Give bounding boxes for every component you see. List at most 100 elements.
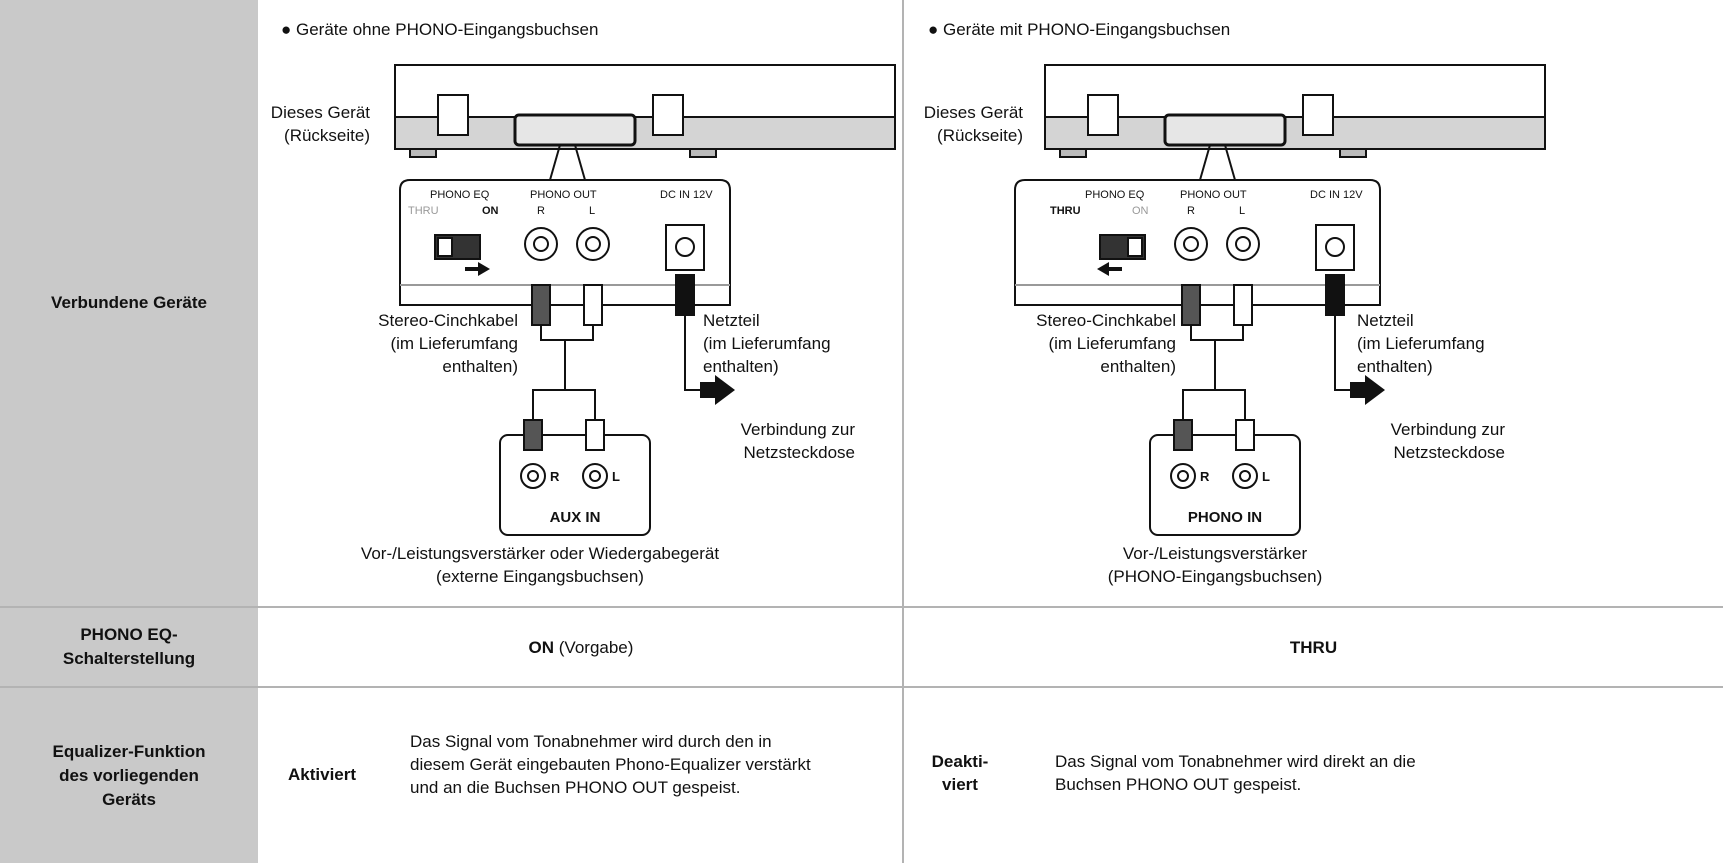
right-outlet-line-1: Verbindung zur — [1390, 420, 1505, 439]
amp-input-label: PHONO IN — [1188, 509, 1262, 526]
right-cable-label: Stereo-Cinchkabel (im Lieferumfang entha… — [988, 309, 1176, 378]
right-adapter-line-1: Netzteil — [1357, 311, 1414, 330]
dc-hole — [675, 237, 695, 257]
panel-dc-in: DC IN 12V — [660, 189, 713, 201]
amp-jack-r-label: R — [1200, 469, 1210, 484]
switch-arrow — [1097, 262, 1122, 276]
panel-phono-out: PHONO OUT — [530, 189, 597, 201]
dc-plug — [1325, 274, 1345, 316]
amp-plug-r — [1173, 419, 1193, 451]
panel-on: ON — [1132, 205, 1149, 217]
left-desc-line-2: diesem Gerät eingebauten Phono-Equalizer… — [410, 755, 811, 774]
left-cable-line-3: enthalten) — [442, 357, 518, 376]
turntable-base — [1044, 116, 1546, 150]
jack-l-inner — [585, 236, 601, 252]
amp-input-box — [1149, 434, 1301, 536]
column-divider — [902, 0, 904, 863]
panel-l: L — [1239, 205, 1245, 217]
turntable-base — [394, 116, 896, 150]
dc-socket — [1315, 224, 1355, 271]
amp-jack-r-inner — [527, 470, 539, 482]
right-cable-line-3: enthalten) — [1100, 357, 1176, 376]
outlet-arrow — [1350, 375, 1385, 405]
jack-l-inner — [1235, 236, 1251, 252]
amp-jack-l — [1232, 463, 1258, 489]
left-switch-position: ON (Vorgabe) — [260, 636, 902, 659]
right-amp-line-1: Vor-/Leistungsverstärker — [1122, 544, 1308, 563]
jack-l-outer — [576, 227, 610, 261]
amp-jack-l-inner — [1239, 470, 1251, 482]
dc-plug — [675, 274, 695, 316]
panel-r: R — [1187, 205, 1195, 217]
left-switch-note: (Vorgabe) — [554, 638, 634, 657]
left-amp-label: Vor-/Leistungsverstärker oder Wiedergabe… — [330, 542, 750, 588]
foot-right — [1339, 148, 1367, 158]
rca-cable — [532, 325, 596, 420]
callout-line-a — [549, 144, 561, 181]
right-rear: (Rückseite) — [937, 126, 1023, 145]
panel-thru: THRU — [1050, 205, 1081, 217]
right-heading-text: Geräte mit PHONO-Eingangsbuchsen — [943, 20, 1231, 39]
row-header-column — [0, 0, 258, 863]
panel-r: R — [537, 205, 545, 217]
amp-jack-r — [520, 463, 546, 489]
outlet-arrow — [700, 375, 735, 405]
left-cable-line-1: Stereo-Cinchkabel — [378, 311, 518, 330]
dc-cable — [684, 315, 700, 391]
amp-jack-l — [582, 463, 608, 489]
eq-switch-knob — [1127, 237, 1143, 257]
hinge-left — [1087, 94, 1119, 136]
table-divider-1 — [0, 606, 1723, 608]
panel-l: L — [589, 205, 595, 217]
jack-r-inner — [1183, 236, 1199, 252]
left-description: Das Signal vom Tonabnehmer wird durch de… — [410, 730, 811, 799]
eq-switch-knob — [437, 237, 453, 257]
right-adapter-line-2: (im Lieferumfang — [1357, 334, 1485, 353]
right-adapter-label: Netzteil (im Lieferumfang enthalten) — [1357, 309, 1485, 378]
left-heading-text: Geräte ohne PHONO-Eingangsbuchsen — [296, 20, 599, 39]
right-status: Deakti- viert — [925, 750, 995, 796]
row-label-switch-position: PHONO EQ- Schalterstellung — [62, 625, 196, 668]
rca-plug-r — [531, 284, 551, 326]
right-outlet-line-2: Netzsteckdose — [1393, 443, 1506, 462]
right-heading: ● Geräte mit PHONO-Eingangsbuchsen — [928, 20, 1231, 39]
panel-on: ON — [482, 205, 499, 217]
rear-panel — [1163, 113, 1287, 147]
jack-r-outer — [524, 227, 558, 261]
hinge-right — [1302, 94, 1334, 136]
jack-r-outer — [1174, 227, 1208, 261]
left-desc-line-1: Das Signal vom Tonabnehmer wird durch de… — [410, 732, 772, 751]
panel-detail — [399, 179, 731, 306]
amp-jack-l-inner — [589, 470, 601, 482]
amp-jack-l-label: L — [1262, 469, 1270, 484]
rca-cable — [1182, 325, 1246, 420]
right-switch-position: THRU — [1289, 638, 1338, 657]
amp-jack-r-label: R — [550, 469, 560, 484]
rca-plug-l — [583, 284, 603, 326]
left-this-device-label: Dieses Gerät (Rückseite) — [240, 101, 370, 147]
left-switch-on: ON — [528, 638, 555, 657]
callout-line-b — [1224, 144, 1236, 181]
left-outlet-line-1: Verbindung zur — [740, 420, 855, 439]
right-adapter-line-3: enthalten) — [1357, 357, 1433, 376]
left-adapter-label: Netzteil (im Lieferumfang enthalten) — [703, 309, 831, 378]
left-this-device: Dieses Gerät — [270, 103, 370, 122]
turntable-lid — [1044, 64, 1546, 118]
right-this-device-label: Dieses Gerät (Rückseite) — [893, 101, 1023, 147]
rca-plug-l — [1233, 284, 1253, 326]
amp-plug-l — [1235, 419, 1255, 451]
right-desc-line-2: Buchsen PHONO OUT gespeist. — [1055, 775, 1302, 794]
left-desc-line-3: und an die Buchsen PHONO OUT gespeist. — [410, 778, 741, 797]
right-connection-illustration: PHONO EQ THRU ON PHONO OUT R L DC IN 12V… — [1014, 64, 1546, 536]
panel-dc-in: DC IN 12V — [1310, 189, 1363, 201]
amp-input-box — [499, 434, 651, 536]
amp-plug-l — [585, 419, 605, 451]
dc-socket — [665, 224, 705, 271]
callout-line-b — [574, 144, 586, 181]
left-adapter-line-1: Netzteil — [703, 311, 760, 330]
amp-input-label: AUX IN — [550, 509, 601, 526]
right-outlet-label: Verbindung zur Netzsteckdose — [1330, 418, 1505, 464]
right-desc-line-1: Das Signal vom Tonabnehmer wird direkt a… — [1055, 752, 1416, 771]
jack-l-outer — [1226, 227, 1260, 261]
right-cable-line-1: Stereo-Cinchkabel — [1036, 311, 1176, 330]
